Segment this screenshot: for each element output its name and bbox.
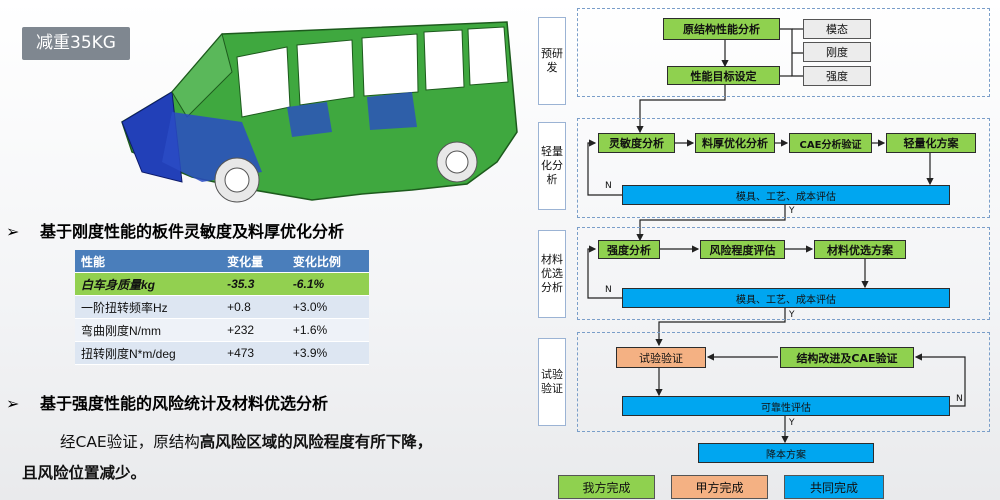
node-reliability-eval: 可靠性评估 — [622, 396, 950, 416]
section-heading-strength: ➢基于强度性能的风险统计及材料优选分析 — [6, 394, 329, 413]
node-mold-process-cost-eval-2: 模具、工艺、成本评估 — [622, 288, 950, 308]
node-material-plan: 材料优选方案 — [814, 240, 906, 259]
weight-reduction-badge: 减重35KG — [22, 27, 130, 60]
table-row: 扭转刚度N*m/deg +473 +3.9% — [75, 341, 369, 365]
section-heading-stiffness: ➢基于刚度性能的板件灵敏度及料厚优化分析 — [6, 222, 345, 241]
stage-label-material: 材料优选分析 — [538, 230, 566, 318]
stage-label-preresearch: 预研发 — [538, 17, 566, 105]
bullet-arrow-icon: ➢ — [6, 222, 20, 241]
flowchart-connectors — [587, 28, 966, 444]
no-label: N — [956, 394, 963, 404]
yes-label: Y — [789, 418, 795, 428]
conclusion-line-1: 经CAE验证，原结构高风险区域的风险程度有所下降， — [60, 433, 433, 451]
node-sensitivity-analysis: 灵敏度分析 — [598, 133, 675, 153]
node-structure-improve-cae: 结构改进及CAE验证 — [780, 347, 914, 368]
legend-our-side: 我方完成 — [558, 475, 655, 499]
stage-frame-lightweight — [577, 118, 990, 218]
table-row: 白车身质量kg -35.3 -6.1% — [75, 272, 369, 296]
table-header: 变化量 — [221, 250, 287, 273]
node-modal: 模态 — [803, 19, 871, 39]
performance-change-table: 性能 变化量 变化比例 白车身质量kg -35.3 -6.1% 一阶扭转频率Hz… — [75, 250, 369, 365]
stage-frame-material — [577, 227, 990, 320]
node-strength-analysis: 强度分析 — [598, 240, 660, 259]
node-thickness-optimization: 料厚优化分析 — [695, 133, 775, 153]
node-test-verification: 试验验证 — [616, 347, 706, 368]
table-header: 性能 — [75, 250, 222, 273]
table-header: 变化比例 — [286, 250, 369, 273]
legend-joint: 共同完成 — [784, 475, 884, 499]
stage-label-testing: 试验验证 — [538, 338, 566, 426]
legend-client-side: 甲方完成 — [671, 475, 768, 499]
yes-label: Y — [789, 310, 795, 320]
node-lightweight-plan: 轻量化方案 — [886, 133, 976, 153]
bullet-arrow-icon: ➢ — [6, 394, 20, 413]
node-target-setting: 性能目标设定 — [667, 66, 780, 85]
vehicle-body-model-image — [121, 21, 518, 203]
conclusion-line-2: 且风险位置减少。 — [22, 464, 147, 482]
no-label: N — [605, 181, 612, 191]
node-mold-process-cost-eval-1: 模具、工艺、成本评估 — [622, 185, 950, 205]
node-risk-assessment: 风险程度评估 — [700, 240, 785, 259]
stage-label-lightweight: 轻量化分析 — [538, 122, 566, 210]
node-strength: 强度 — [803, 66, 871, 86]
table-row: 弯曲刚度N/mm +232 +1.6% — [75, 318, 369, 342]
stage-frame-preresearch — [577, 8, 990, 97]
no-label: N — [605, 285, 612, 295]
node-original-structure-analysis: 原结构性能分析 — [663, 18, 780, 40]
stage-frame-testing — [577, 332, 990, 432]
table-row: 一阶扭转频率Hz +0.8 +3.0% — [75, 295, 369, 319]
node-stiffness: 刚度 — [803, 42, 871, 62]
process-flowchart: 预研发 原结构性能分析 性能目标设定 模态 刚度 强度 轻量化分析 灵敏度分析 … — [530, 0, 1000, 500]
node-cost-reduction-plan: 降本方案 — [698, 443, 874, 463]
node-cae-verification: CAE分析验证 — [789, 133, 872, 153]
yes-label: Y — [789, 206, 795, 216]
